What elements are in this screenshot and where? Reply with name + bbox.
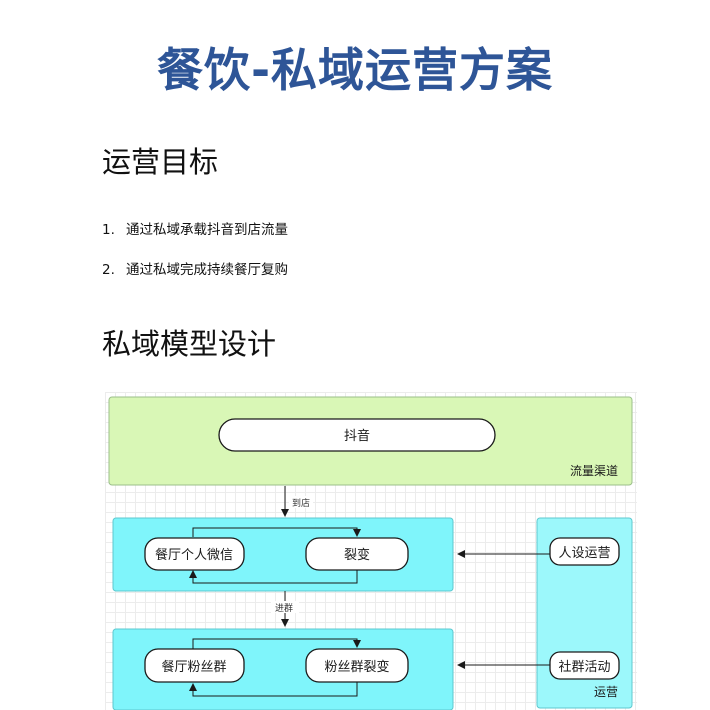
diagram-canvas: 流量渠道 抖音 到店 餐厅个人微信 裂变 进群 餐厅粉丝群 粉丝群裂变 运营 bbox=[108, 396, 633, 710]
goals-list: 1. 通过私域承载抖音到店流量 2. 通过私域完成持续餐厅复购 bbox=[102, 218, 288, 298]
goal-item-text: 通过私域完成持续餐厅复购 bbox=[126, 262, 288, 278]
douyin-node-label: 抖音 bbox=[344, 428, 370, 444]
goal-item-1: 1. 通过私域承载抖音到店流量 bbox=[102, 218, 288, 242]
wechat-fission-loop-top bbox=[192, 527, 361, 537]
model-heading: 私域模型设计 bbox=[102, 327, 277, 361]
persona-node[interactable] bbox=[549, 537, 620, 566]
persona-node-label: 人设运营 bbox=[558, 546, 610, 561]
join-group-label-bg bbox=[271, 601, 299, 613]
to-store-label: 到店 bbox=[292, 497, 310, 509]
fans-group-node[interactable] bbox=[144, 648, 245, 683]
fission-node-label: 裂变 bbox=[344, 547, 370, 563]
private-domain-model-diagram: 流量渠道 抖音 到店 餐厅个人微信 裂变 进群 餐厅粉丝群 粉丝群裂变 运营 bbox=[105, 392, 637, 710]
traffic-channel-label: 流量渠道 bbox=[570, 464, 618, 478]
goal-item-number: 1. bbox=[102, 222, 115, 238]
wechat-node[interactable] bbox=[144, 537, 245, 571]
goal-item-number: 2. bbox=[102, 262, 115, 278]
fans-fission-node[interactable] bbox=[305, 648, 409, 683]
goals-heading: 运营目标 bbox=[102, 145, 219, 179]
document-title: 餐饮-私域运营方案 bbox=[156, 43, 554, 97]
join-group-label: 进群 bbox=[275, 602, 293, 614]
to-store-label-bg bbox=[289, 496, 313, 508]
fission-node[interactable] bbox=[305, 537, 409, 571]
douyin-node[interactable] bbox=[218, 418, 496, 452]
fans-fission-node-label: 粉丝群裂变 bbox=[324, 659, 389, 675]
goal-item-2: 2. 通过私域完成持续餐厅复购 bbox=[102, 258, 288, 282]
operations-label: 运营 bbox=[594, 685, 618, 699]
wechat-node-label: 餐厅个人微信 bbox=[155, 547, 233, 563]
fans-loop-top bbox=[192, 638, 361, 649]
fans-group-node-label: 餐厅粉丝群 bbox=[161, 659, 226, 675]
goal-item-text: 通过私域承载抖音到店流量 bbox=[126, 222, 288, 238]
wechat-fission-loop-bottom bbox=[189, 569, 358, 584]
community-node-label: 社群活动 bbox=[558, 659, 610, 675]
wechat-flow-zone bbox=[112, 517, 454, 592]
fans-loop-bottom bbox=[189, 681, 358, 697]
